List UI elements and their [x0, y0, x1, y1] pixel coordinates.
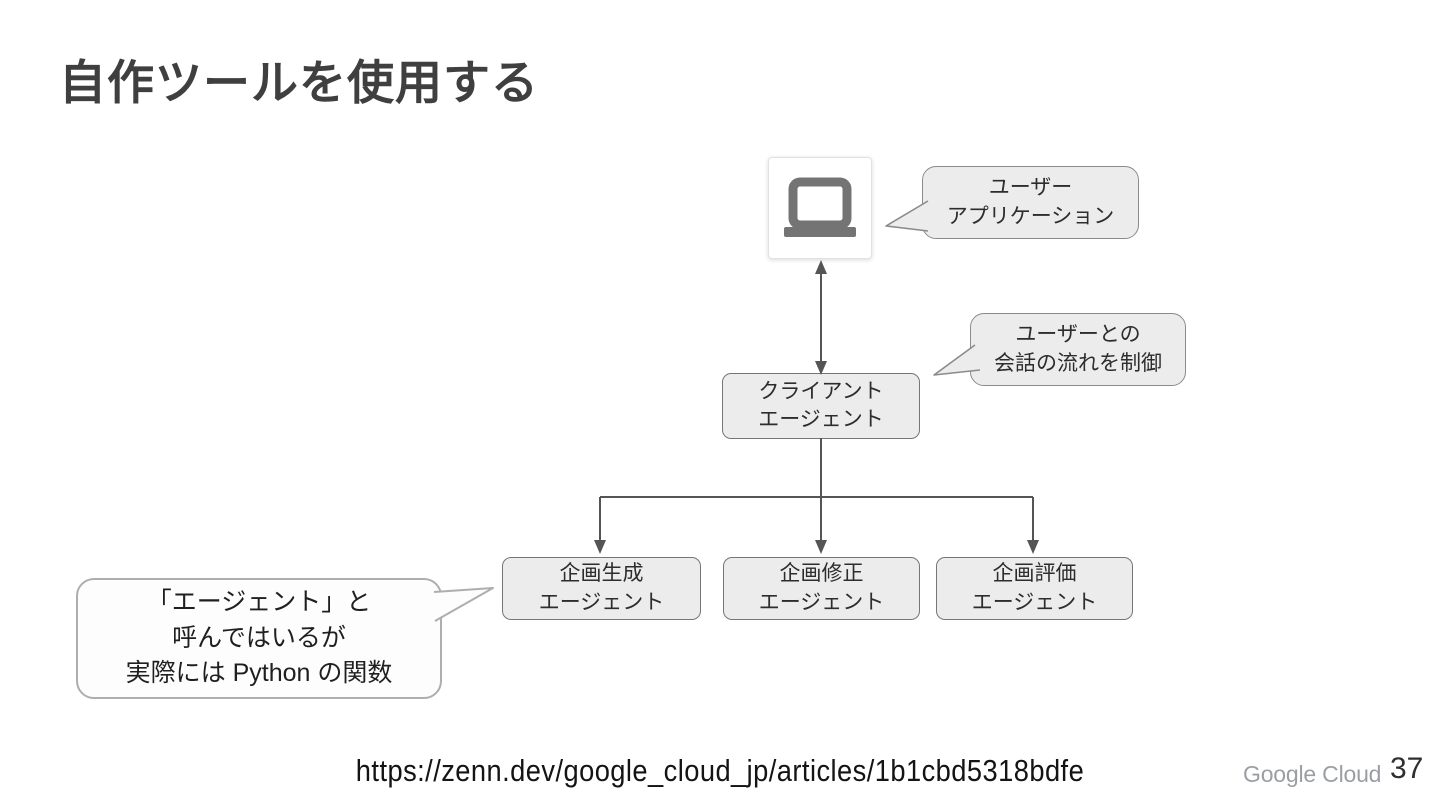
node-client-agent: クライアント エージェント: [722, 373, 920, 439]
note-python-line2: 呼んではいるが: [172, 623, 346, 652]
user-application-node: [768, 157, 872, 259]
callout-conversation-flow-line1: ユーザーとの: [1015, 323, 1141, 347]
node-plan-evaluation-agent: 企画評価 エージェント: [936, 557, 1133, 620]
callout-user-application-line1: ユーザー: [988, 176, 1073, 200]
arrowhead-to-revision: [815, 540, 827, 554]
page-title: 自作ツールを使用する: [59, 56, 539, 109]
node-plan-generation-line1: 企画生成: [559, 562, 644, 586]
arrowhead-up: [815, 260, 827, 274]
note-python-line1: 「エージェント」と: [146, 588, 372, 617]
node-client-agent-line1: クライアント: [758, 379, 884, 403]
callout-user-application-line2: アプリケーション: [946, 204, 1115, 228]
node-plan-evaluation-line1: 企画評価: [992, 562, 1077, 586]
callout-conversation-flow: ユーザーとの 会話の流れを制御: [970, 313, 1186, 386]
node-client-agent-line2: エージェント: [758, 408, 884, 431]
node-plan-revision-agent: 企画修正 エージェント: [723, 557, 920, 620]
node-plan-generation-agent: 企画生成 エージェント: [502, 557, 701, 620]
arrowhead-to-evaluation: [1027, 540, 1039, 554]
laptop-icon: [784, 177, 856, 237]
node-plan-generation-line2: エージェント: [538, 590, 665, 614]
arrowhead-to-generation: [594, 540, 606, 554]
note-python-functions: 「エージェント」と 呼んではいるが 実際には Python の関数: [76, 578, 442, 699]
source-url-link[interactable]: https://zenn.dev/google_cloud_jp/article…: [355, 753, 1085, 788]
callout-user-application: ユーザー アプリケーション: [922, 166, 1139, 239]
node-plan-revision-line2: エージェント: [758, 590, 885, 614]
tail-note-python: [433, 587, 494, 622]
note-python-line3: 実際には Python の関数: [125, 659, 393, 688]
google-cloud-logo: Google Cloud: [1243, 761, 1382, 787]
node-plan-revision-line1: 企画修正: [779, 562, 864, 586]
node-plan-evaluation-line2: エージェント: [971, 590, 1098, 614]
connector-branch: [599, 438, 1034, 542]
callout-conversation-flow-line2: 会話の流れを制御: [994, 351, 1162, 375]
page-number: 37: [1390, 752, 1424, 785]
